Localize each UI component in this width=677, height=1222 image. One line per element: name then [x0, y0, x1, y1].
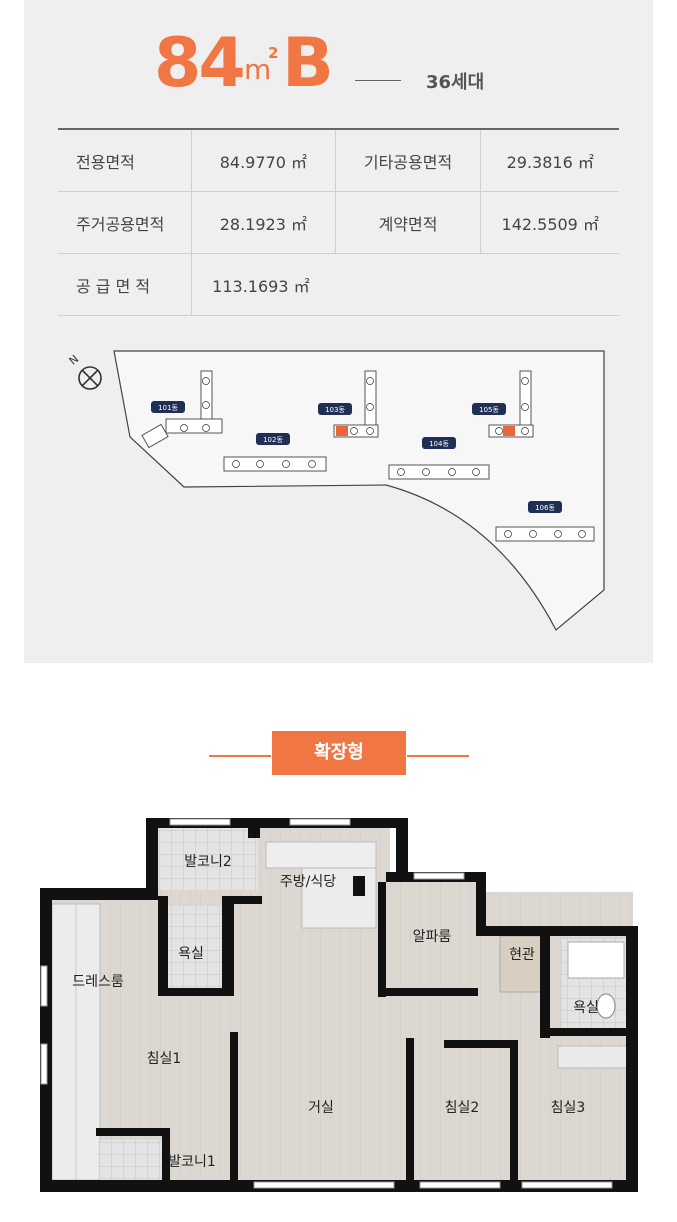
type-letter: B	[282, 24, 334, 103]
table-value: 142.5509 ㎡	[480, 191, 619, 254]
room-label-bedroom1: 침실1	[147, 1051, 182, 1067]
table-label: 주거공용면적	[58, 191, 193, 254]
building-105: 105동	[472, 370, 534, 438]
room-label-entrance: 현관	[509, 947, 535, 963]
room-label-living: 거실	[308, 1100, 334, 1116]
building-106: 106동	[495, 501, 595, 542]
table-label: 공 급 면 적	[58, 253, 193, 316]
table-label: 계약면적	[335, 191, 482, 254]
table-value: 84.9770 ㎡	[191, 129, 336, 192]
room-label-bedroom3: 침실3	[551, 1100, 586, 1116]
floor-plan: 발코니2 주방/식당 욕실 드레스룸 알파룸 현관 욕실 침실1 거실 침실2 …	[40, 818, 638, 1192]
balcony2-area	[154, 828, 258, 890]
building-label: 103동	[325, 406, 345, 414]
building-104: 104동	[388, 437, 490, 480]
area-number: 84	[154, 24, 246, 103]
table-label: 전용면적	[58, 129, 193, 192]
table-label: 기타공용면적	[335, 129, 482, 192]
bath1-area	[166, 906, 224, 990]
building-102: 102동	[223, 433, 327, 472]
plan-type-tag: 확장형	[209, 731, 469, 775]
site-plan: N 101동 102동 103동 1	[67, 350, 605, 631]
room-label-balcony2: 발코니2	[184, 854, 232, 870]
windows	[40, 818, 613, 1189]
site-boundary	[113, 350, 605, 631]
building-label: 106동	[535, 504, 555, 512]
area-table: 전용면적 84.9770 ㎡ 기타공용면적 29.3816 ㎡ 주거공용면적 2…	[58, 128, 619, 316]
building-label: 101동	[158, 404, 178, 412]
room-label-alpha: 알파룸	[413, 929, 452, 945]
table-value: 29.3816 ㎡	[480, 129, 619, 192]
compass-label: N	[67, 352, 82, 367]
room-label-bath1: 욕실	[178, 946, 204, 962]
unit-type-title: 84 m 2 B 36세대	[130, 22, 530, 103]
tag-line-right	[407, 755, 469, 757]
plan-type-label: 확장형	[272, 731, 406, 775]
table-row: 전용면적 84.9770 ㎡ 기타공용면적 29.3816 ㎡	[58, 129, 619, 192]
household-count: 36세대	[426, 72, 485, 93]
room-label-dressroom: 드레스룸	[72, 974, 124, 990]
compass-icon: N	[67, 352, 102, 390]
room-label-bedroom2: 침실2	[445, 1100, 480, 1116]
building-label: 105동	[479, 406, 499, 414]
building-103: 103동	[318, 370, 379, 438]
building-label: 102동	[263, 436, 283, 444]
table-row: 공 급 면 적 113.1693 ㎡	[58, 253, 619, 316]
table-value: 113.1693 ㎡	[191, 253, 619, 316]
area-unit: m	[244, 53, 272, 86]
room-label-balcony1: 발코니1	[168, 1154, 216, 1170]
building-label: 104동	[429, 440, 449, 448]
building-101: 101동	[141, 370, 223, 449]
title-divider	[355, 80, 401, 81]
room-label-kitchen: 주방/식당	[280, 874, 336, 890]
area-unit-superscript: 2	[268, 44, 279, 62]
entrance-area	[499, 935, 547, 993]
table-value: 28.1923 ㎡	[191, 191, 336, 254]
table-row: 주거공용면적 28.1923 ㎡ 계약면적 142.5509 ㎡	[58, 191, 619, 254]
room-label-bath2: 욕실	[573, 1000, 599, 1016]
tag-line-left	[209, 755, 271, 757]
